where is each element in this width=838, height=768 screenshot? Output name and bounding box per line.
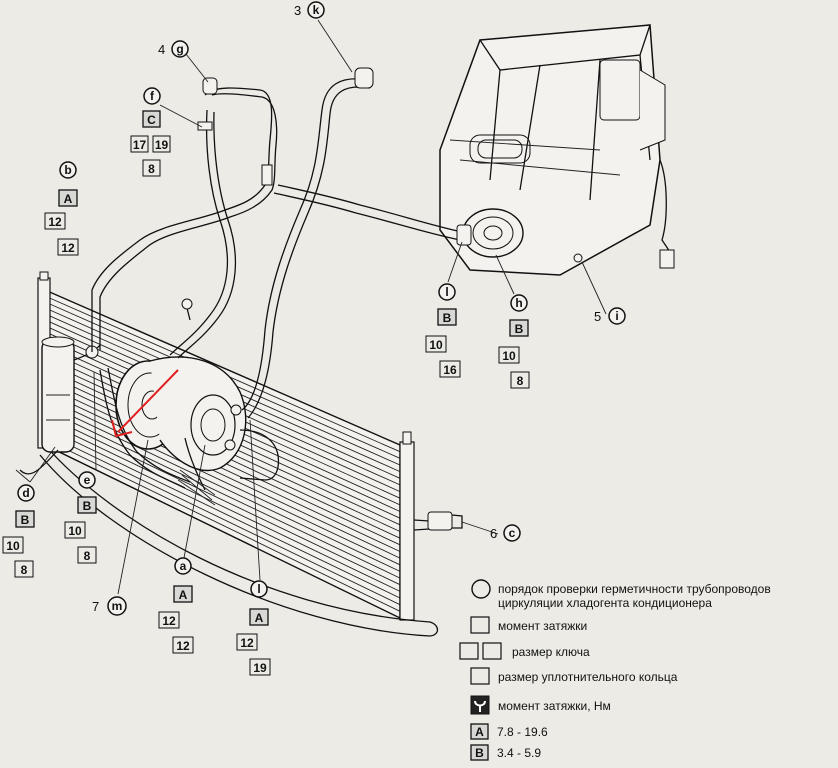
legend-square-icon [482,642,502,660]
svg-text:B: B [515,322,524,336]
svg-text:17: 17 [133,138,147,152]
svg-text:размер ключа: размер ключа [512,645,590,659]
svg-text:b: b [64,163,71,177]
svg-text:A: A [255,611,264,625]
callout-d: d B 10 8 [2,484,35,578]
svg-text:8: 8 [21,563,28,577]
legend-square-icon [470,667,490,685]
callout-5-i: 5 i [594,307,626,325]
callout-b: b A 12 12 [44,161,79,256]
svg-text:циркуляции хладогента кондицио: циркуляции хладогента кондиционера [498,596,712,610]
svg-text:7: 7 [92,599,99,614]
svg-text:5: 5 [594,309,601,324]
svg-text:19: 19 [155,138,169,152]
callout-f: f C 17 19 8 [130,87,171,177]
callout-7-m: 7 m [92,596,127,616]
svg-text:12: 12 [162,614,176,628]
callout-l-bottom: l A 12 19 [236,580,271,676]
svg-text:12: 12 [240,636,254,650]
condenser-fin [44,384,401,552]
svg-text:A: A [179,588,188,602]
callout-4-g: 4 g [158,40,189,58]
svg-text:A: A [475,725,484,739]
svg-text:B: B [475,746,484,760]
condenser-fin [44,390,401,559]
svg-text:i: i [615,309,618,323]
svg-text:B: B [83,499,92,513]
legend-torque-row: момент затяжки [470,616,587,634]
red-arrow-marker [111,369,179,438]
callout-6-c: 6 c [490,524,521,542]
svg-text:m: m [112,599,123,613]
condenser-fin [44,432,401,606]
legend-wrench-row: размер ключа [459,642,590,660]
legend-circle-icon [471,579,491,599]
svg-text:l: l [445,285,448,299]
svg-text:10: 10 [6,539,20,553]
svg-text:B: B [21,513,30,527]
condenser-fin [44,402,401,572]
svg-text:6: 6 [490,526,497,541]
svg-text:f: f [150,89,155,103]
condenser-fin [44,426,401,599]
refrigerant-pipes [91,67,472,489]
svg-text:l: l [257,582,260,596]
svg-text:12: 12 [48,215,62,229]
condenser-fin [44,396,401,566]
compressor [115,356,247,506]
legend-square-icon [470,616,490,634]
legend-square-icon [459,642,479,660]
svg-text:e: e [84,473,91,487]
callout-h: h B 10 8 [498,294,530,389]
svg-text:19: 19 [253,661,267,675]
receiver-drier [19,336,101,475]
svg-text:g: g [176,42,183,56]
svg-text:момент затяжки, Нм: момент затяжки, Нм [498,699,611,713]
svg-text:B: B [443,311,452,325]
svg-text:d: d [22,486,29,500]
condenser-fin [44,414,401,586]
legend-order-row: порядок проверки герметичности трубопров… [471,579,771,610]
svg-text:c: c [509,526,516,540]
callout-l-top: l B 10 16 [425,283,461,378]
svg-text:8: 8 [148,162,155,176]
callout-a: a A 12 12 [158,557,194,654]
legend-b-row: B 3.4 - 5.9 [470,744,541,761]
condenser-fin [44,408,401,579]
legend-a-row: A 7.8 - 19.6 [470,723,548,740]
svg-text:h: h [515,296,522,310]
svg-text:4: 4 [158,42,165,57]
svg-text:C: C [147,113,156,127]
svg-text:порядок проверки герметичности: порядок проверки герметичности трубопров… [498,582,771,596]
svg-text:k: k [313,3,320,17]
svg-text:8: 8 [517,374,524,388]
svg-text:A: A [64,192,73,206]
svg-text:16: 16 [443,363,457,377]
callout-3-k: 3 k [294,1,325,19]
legend: порядок проверки герметичности трубопров… [459,579,771,761]
svg-text:12: 12 [61,241,75,255]
svg-text:10: 10 [429,338,443,352]
svg-text:a: a [180,559,187,573]
evaporator-heater-unit [439,24,675,276]
legend-oring-row: размер уплотнительного кольца [470,667,678,685]
svg-text:8: 8 [84,549,91,563]
svg-text:3: 3 [294,3,301,18]
svg-text:12: 12 [176,639,190,653]
svg-text:10: 10 [502,349,516,363]
callout-e: e B 10 8 [64,471,97,564]
legend-torque-nm-row: момент затяжки, Нм [470,695,611,715]
svg-text:7.8 - 19.6: 7.8 - 19.6 [497,725,548,739]
condenser [37,271,463,637]
svg-text:10: 10 [68,524,82,538]
svg-text:момент затяжки: момент затяжки [498,619,587,633]
leader-lines [15,19,607,595]
svg-text:размер уплотнительного кольца: размер уплотнительного кольца [498,670,678,684]
condenser-fin [44,420,401,592]
svg-text:3.4 - 5.9: 3.4 - 5.9 [497,746,541,760]
condenser-fin [44,438,401,612]
